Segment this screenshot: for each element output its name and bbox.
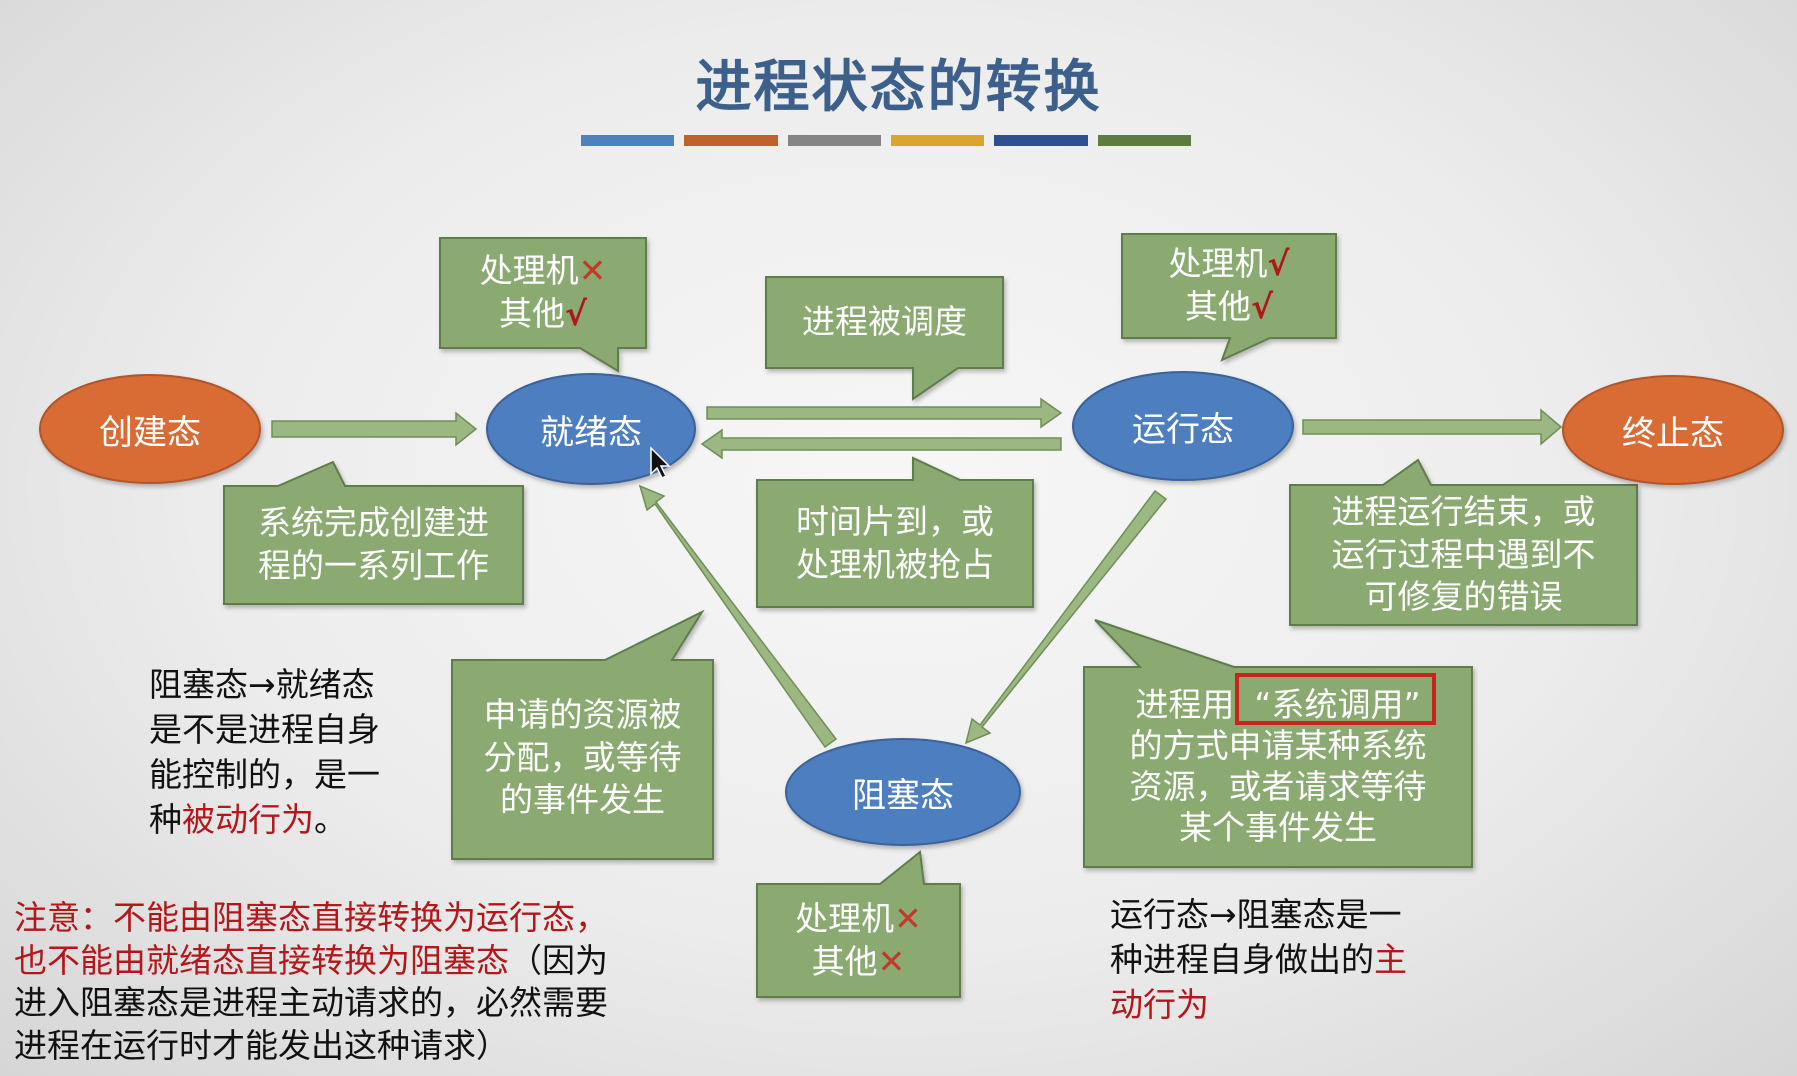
text-segment: 种 (149, 799, 182, 839)
text-segment: 。 (314, 799, 347, 839)
note-passive: 阻塞态→就绪态 是不是进程自身 能控制的，是一 种被动行为。 (149, 663, 380, 843)
text-line: 能控制的，是一 (149, 754, 380, 794)
arrow-running-to-ready (700, 428, 1062, 460)
note-warning: 注意：不能由阻塞态直接转换为运行态， 也不能由就绪态直接转换为阻塞态（因为 进入… (14, 897, 608, 1067)
color-segment (787, 135, 881, 146)
callout-scheduled (765, 276, 1004, 401)
text-line: 进程在运行时才能发出这种请求） (14, 1025, 509, 1065)
callout-running-to-blocked (1083, 619, 1473, 868)
arrow-running-to-terminated (1302, 408, 1563, 446)
highlight-passive: 被动行为 (182, 799, 314, 839)
state-terminated[interactable] (1562, 375, 1784, 485)
color-segment (890, 135, 985, 146)
page-title: 进程状态的转换 (695, 55, 1102, 120)
mouse-cursor-icon (650, 446, 671, 480)
color-segment (1097, 135, 1191, 146)
syscall-highlight-box (1235, 673, 1436, 725)
arrow-ready-to-running (706, 397, 1063, 429)
callout-running-to-terminated (1289, 458, 1638, 626)
color-segment (581, 135, 675, 146)
color-segment (994, 135, 1088, 146)
text-line: 阻塞态→就绪态 (149, 665, 375, 704)
callout-blocked-resources (756, 850, 961, 998)
callout-blocked-to-ready (451, 609, 714, 860)
arrow-blocked-to-ready (638, 484, 838, 749)
title-color-bar (581, 135, 1191, 146)
highlight-active: 动行为 (1110, 984, 1209, 1024)
text-line: 进入阻塞态是进程主动请求的，必然需要 (14, 983, 608, 1023)
callout-running-resources (1121, 233, 1337, 362)
state-running[interactable] (1072, 371, 1294, 481)
callout-new-to-ready (223, 460, 524, 605)
arrow-running-to-blocked (964, 489, 1168, 745)
text-segment: （因为 (509, 940, 608, 980)
text-segment: 种进程自身做出的 (1110, 939, 1374, 979)
state-new[interactable] (39, 374, 261, 484)
color-segment (684, 135, 778, 146)
highlight-active: 主 (1374, 939, 1407, 979)
text-line: 运行态→阻塞态是一 (1110, 895, 1402, 934)
state-ready[interactable] (486, 373, 696, 485)
callout-running-to-ready (756, 456, 1034, 608)
warning-line: 注意：不能由阻塞态直接转换为运行态， (14, 898, 608, 937)
warning-highlight: 也不能由就绪态直接转换为阻塞态 (14, 940, 509, 980)
note-active: 运行态→阻塞态是一 种进程自身做出的主 动行为 (1110, 893, 1407, 1028)
text-line: 是不是进程自身 (149, 709, 380, 749)
arrow-new-to-ready (271, 411, 478, 447)
callout-ready-resources (439, 237, 647, 373)
state-blocked[interactable] (785, 738, 1021, 846)
